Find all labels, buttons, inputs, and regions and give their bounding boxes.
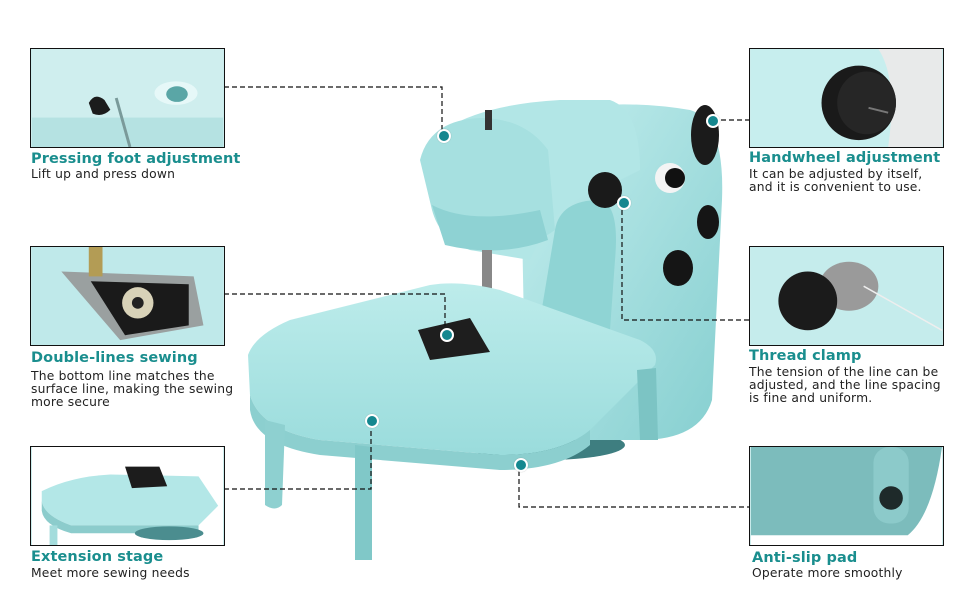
thumb-thread-clamp bbox=[749, 246, 944, 346]
callout-dot-handwheel bbox=[706, 114, 720, 128]
feature-title-thread-clamp: Thread clamp bbox=[749, 348, 862, 364]
feature-title-pressing-foot: Pressing foot adjustment bbox=[31, 151, 241, 167]
feature-desc-handwheel: It can be adjusted by itself, and it is … bbox=[749, 167, 923, 194]
feature-title-extension-stage: Extension stage bbox=[31, 549, 164, 565]
callout-dot-double-lines bbox=[440, 328, 454, 342]
callout-dot-anti-slip bbox=[514, 458, 528, 472]
feature-desc-extension-stage: Meet more sewing needs bbox=[31, 566, 190, 580]
feature-title-anti-slip: Anti-slip pad bbox=[752, 550, 858, 566]
thumb-double-lines bbox=[30, 246, 225, 346]
feature-desc-thread-clamp: The tension of the line can be adjusted,… bbox=[749, 365, 941, 405]
feature-desc-pressing-foot: Lift up and press down bbox=[31, 167, 176, 181]
feature-desc-double-lines: The bottom line matches the surface line… bbox=[31, 369, 234, 409]
feature-title-double-lines: Double-lines sewing bbox=[31, 350, 198, 366]
thumb-anti-slip bbox=[749, 446, 944, 546]
callout-dot-pressing-foot bbox=[437, 129, 451, 143]
thumb-handwheel bbox=[749, 48, 944, 148]
callout-dot-thread-clamp bbox=[617, 196, 631, 210]
sewing-machine-image bbox=[248, 100, 723, 560]
feature-title-handwheel: Handwheel adjustment bbox=[749, 150, 941, 166]
thumb-pressing-foot bbox=[30, 48, 225, 148]
callout-dot-extension-stage bbox=[365, 414, 379, 428]
thumb-extension-stage bbox=[30, 446, 225, 546]
feature-desc-anti-slip: Operate more smoothly bbox=[752, 566, 903, 580]
